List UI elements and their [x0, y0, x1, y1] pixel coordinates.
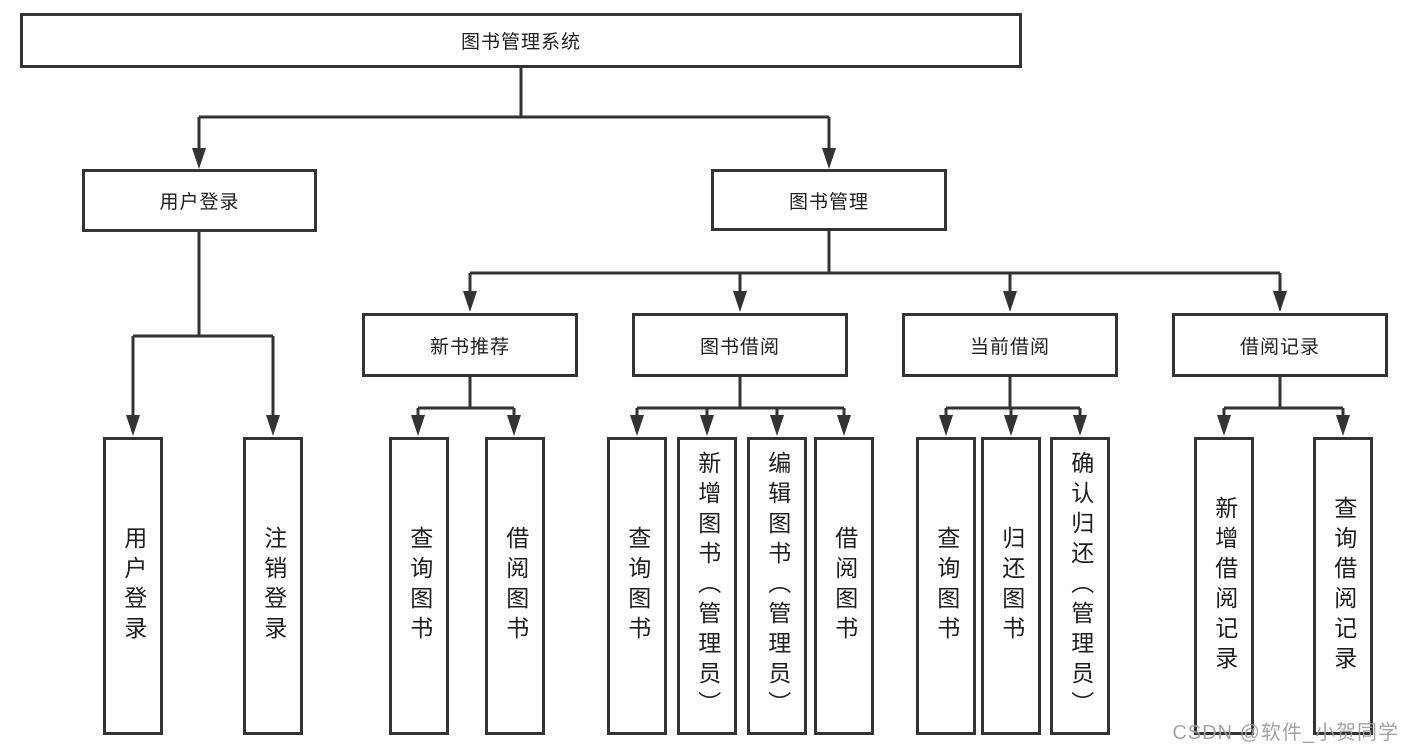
node-book-management: 图书管理	[711, 169, 947, 231]
leaf-query-borrow-record: 查询借阅记录	[1313, 437, 1373, 735]
root-label: 图书管理系统	[460, 32, 581, 53]
leaf-borrow-books-2: 借阅图书	[814, 437, 874, 735]
new-books-label: 新书推荐	[429, 336, 510, 358]
leaf-return-books: 归还图书	[981, 437, 1041, 735]
node-root: 图书管理系统	[20, 13, 1022, 68]
leaf-query-books-2: 查询图书	[607, 437, 667, 735]
leaf-user-login: 用户登录	[103, 437, 163, 735]
current-borrow-label: 当前借阅	[969, 336, 1050, 358]
leaf-logout: 注销登录	[243, 437, 303, 735]
book-management-label: 图书管理	[788, 191, 869, 213]
leaf-edit-books-admin: 编辑图书（管理员）	[747, 437, 807, 735]
leaf-query-books-3: 查询图书	[916, 437, 976, 735]
leaf-add-books-admin: 新增图书（管理员）	[677, 437, 737, 735]
arrowhead-icons	[126, 148, 1350, 436]
node-user-login: 用户登录	[82, 169, 317, 232]
book-borrow-label: 图书借阅	[699, 336, 780, 358]
user-login-label: 用户登录	[159, 192, 240, 213]
leaf-confirm-return-admin: 确认归还（管理员）	[1050, 437, 1110, 735]
borrow-records-label: 借阅记录	[1239, 336, 1320, 358]
node-new-books: 新书推荐	[362, 313, 578, 377]
node-book-borrow: 图书借阅	[632, 313, 848, 377]
csdn-watermark: CSDN @软件_小贺同学	[1172, 722, 1399, 744]
leaf-borrow-books-1: 借阅图书	[485, 437, 545, 735]
node-borrow-records: 借阅记录	[1172, 313, 1388, 377]
leaf-query-books-1: 查询图书	[389, 437, 449, 735]
node-current-borrow: 当前借阅	[902, 313, 1118, 377]
leaf-add-borrow-record: 新增借阅记录	[1194, 437, 1254, 735]
